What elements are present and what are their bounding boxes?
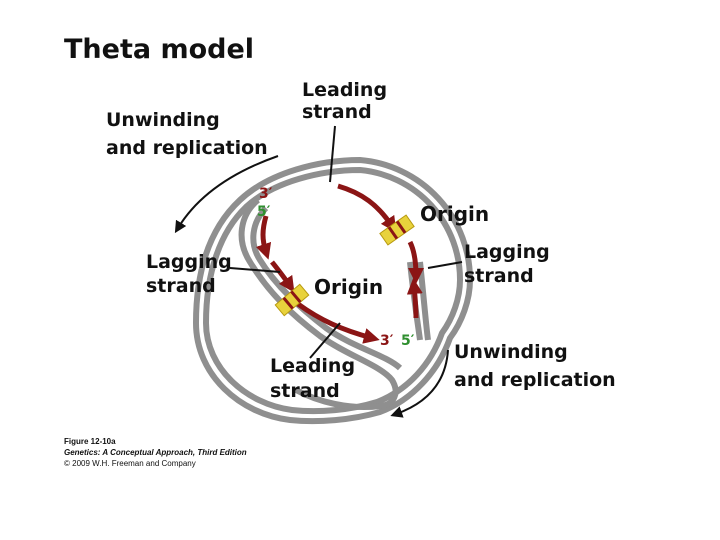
top-five-prime-label: 5′: [257, 204, 271, 220]
lagging-strand-left-arrow-2: [270, 260, 295, 293]
lagging-strand-left-line1: Lagging: [146, 251, 232, 273]
lagging-strand-right-line1: Lagging: [464, 241, 550, 263]
caption-figure-number: Figure 12-10a: [64, 437, 116, 446]
lagging-strand-right-arrow-2: [406, 278, 423, 319]
unwinding-direction-arrow-bottom: [390, 349, 449, 418]
caption-copyright: © 2009 W.H. Freeman and Company: [64, 459, 196, 468]
origin-marker-top: [379, 214, 415, 246]
pointer-lines: [229, 125, 463, 359]
parental-dna-outer: [192, 156, 474, 425]
leading-strand-top-line2: strand: [302, 101, 372, 123]
lagging-strand-left-arrow-1: [255, 215, 272, 260]
unwinding-top-line1: Unwinding: [106, 109, 220, 131]
origin-center-label: Origin: [314, 275, 383, 299]
bottom-five-prime-label: 5′: [401, 333, 415, 349]
lagging-strand-right-arrow-1: [407, 240, 424, 285]
unwinding-bottom-line2: and replication: [454, 369, 616, 391]
unwinding-top-line2: and replication: [106, 137, 268, 159]
lagging-strand-right-line2: strand: [464, 265, 534, 287]
origin-top-label: Origin: [420, 202, 489, 226]
lagging-strand-left-line2: strand: [146, 275, 216, 297]
leading-strand-top-arrow: [337, 183, 397, 233]
new-strands: [255, 183, 424, 344]
leading-strand-bottom-arrow: [296, 301, 380, 344]
origin-marker-center: [274, 283, 310, 317]
unwinding-direction-arrow-top: [174, 155, 279, 234]
page-title: Theta model: [64, 34, 254, 65]
leading-strand-bottom-line2: strand: [270, 380, 340, 402]
leading-strand-top-line1: Leading: [302, 79, 387, 101]
top-three-prime-label: 3′: [259, 186, 273, 202]
bottom-three-prime-label: 3′: [380, 333, 394, 349]
caption-book-title: Genetics: A Conceptual Approach, Third E…: [64, 448, 247, 457]
unwinding-bottom-line1: Unwinding: [454, 341, 568, 363]
leading-strand-bottom-line1: Leading: [270, 355, 355, 377]
